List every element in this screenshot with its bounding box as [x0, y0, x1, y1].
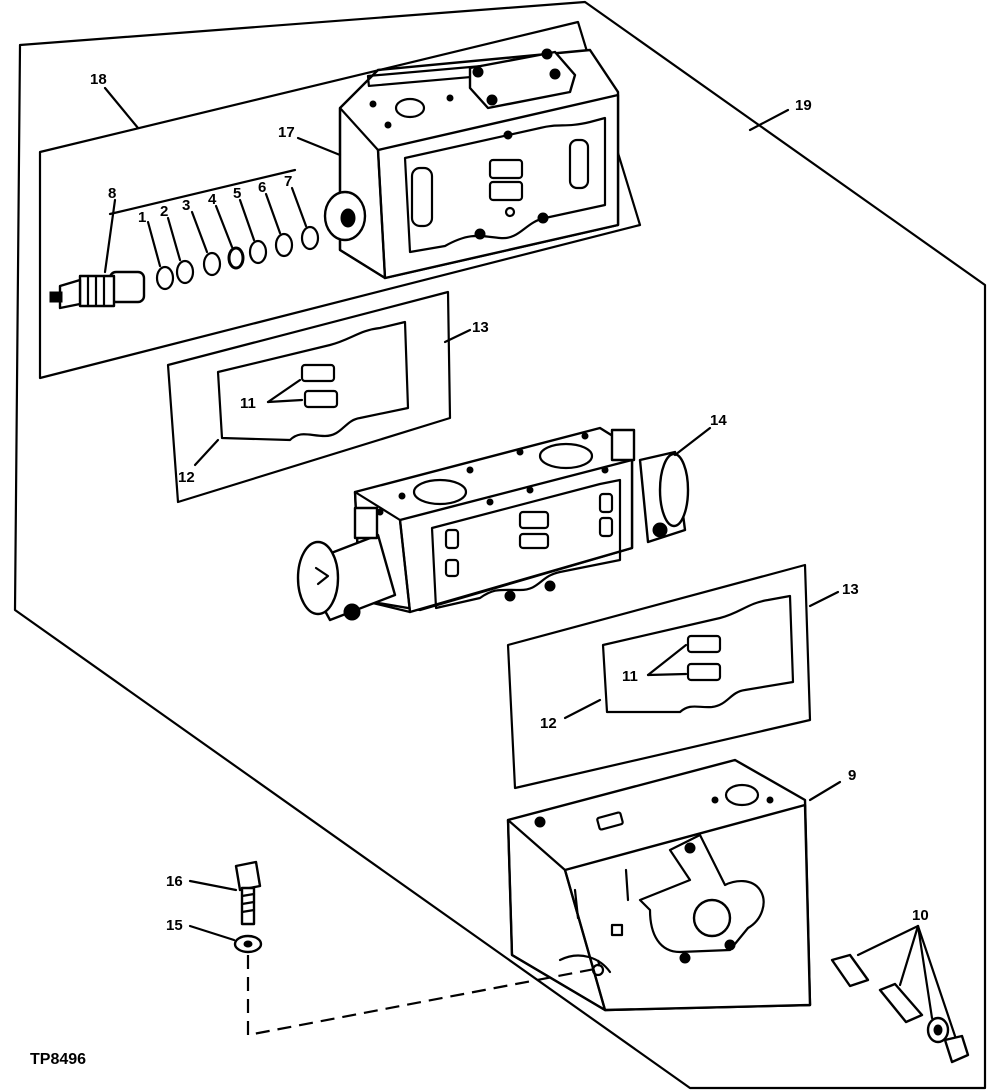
kit-panel-18 [38, 20, 642, 380]
callout-1: 1 [138, 209, 146, 226]
seal-bracket [108, 168, 297, 216]
callout-13-lower: 13 [842, 581, 859, 598]
callout-9: 9 [848, 767, 856, 784]
callout-16: 16 [166, 873, 183, 890]
callout-11-lower: 11 [622, 668, 638, 685]
gasket-panel-13-upper [166, 290, 452, 504]
callout-5: 5 [233, 185, 241, 202]
leader-lines [103, 86, 842, 942]
inlet-section-9 [506, 758, 812, 1012]
callout-15: 15 [166, 917, 183, 934]
callout-19: 19 [795, 97, 812, 114]
seal-4 [227, 246, 245, 270]
callout-7: 7 [284, 173, 292, 190]
callout-12-lower: 12 [540, 715, 557, 732]
callout-10: 10 [912, 907, 929, 924]
cap-screw-16 [234, 860, 262, 926]
seal-3 [202, 251, 222, 277]
callout-18: 18 [90, 71, 107, 88]
gasket-12-upper [216, 320, 410, 442]
callout-14: 14 [710, 412, 727, 429]
callout-2: 2 [160, 203, 168, 220]
hardware-10 [830, 924, 970, 1064]
gasket-12-lower [601, 594, 795, 714]
callout-6: 6 [258, 179, 266, 196]
assembly-outline-19 [13, 0, 987, 1090]
seal-6 [274, 232, 294, 258]
assembly-path-dashed [246, 955, 602, 1037]
seal-5 [248, 239, 268, 265]
seal-rings [155, 225, 320, 291]
callout-3: 3 [182, 197, 190, 214]
washer-15 [233, 934, 263, 954]
callout-8: 8 [108, 185, 116, 202]
callout-17: 17 [278, 124, 295, 141]
callout-4: 4 [208, 191, 217, 208]
figure-id: TP8496 [30, 1051, 86, 1068]
relief-cartridge-8 [49, 270, 146, 310]
callout-12-upper: 12 [178, 469, 195, 486]
callout-13-upper: 13 [472, 319, 489, 336]
seal-1 [155, 265, 175, 291]
seal-7 [300, 225, 320, 251]
gasket-panel-13-lower [506, 563, 812, 790]
valve-section-17 [323, 48, 620, 280]
seal-2 [175, 259, 195, 285]
control-valve-section-14 [296, 426, 690, 622]
callout-11-upper: 11 [240, 395, 256, 412]
